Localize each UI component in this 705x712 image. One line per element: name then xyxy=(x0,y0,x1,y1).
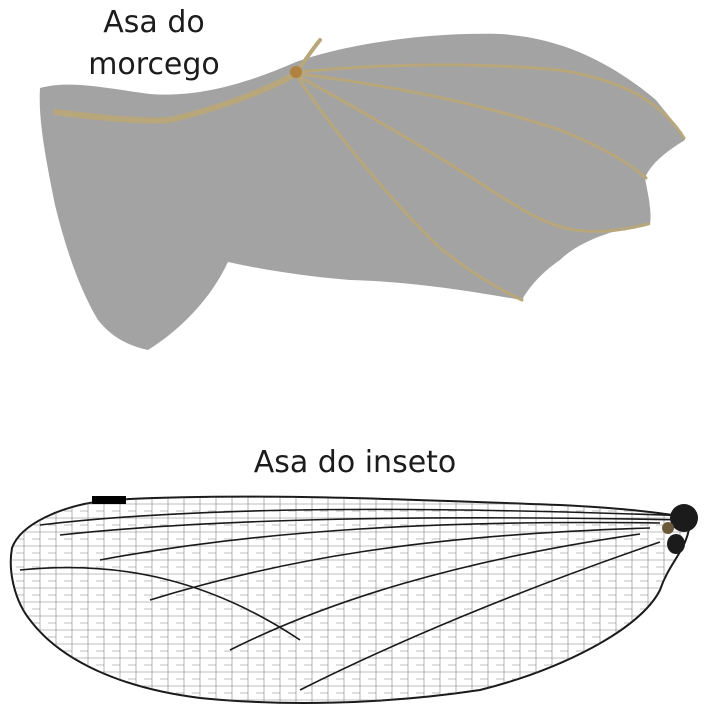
insect-body-stub xyxy=(662,504,698,554)
insect-wing-label: Asa do inseto xyxy=(250,444,460,482)
insect-wing-stigma xyxy=(92,496,126,504)
